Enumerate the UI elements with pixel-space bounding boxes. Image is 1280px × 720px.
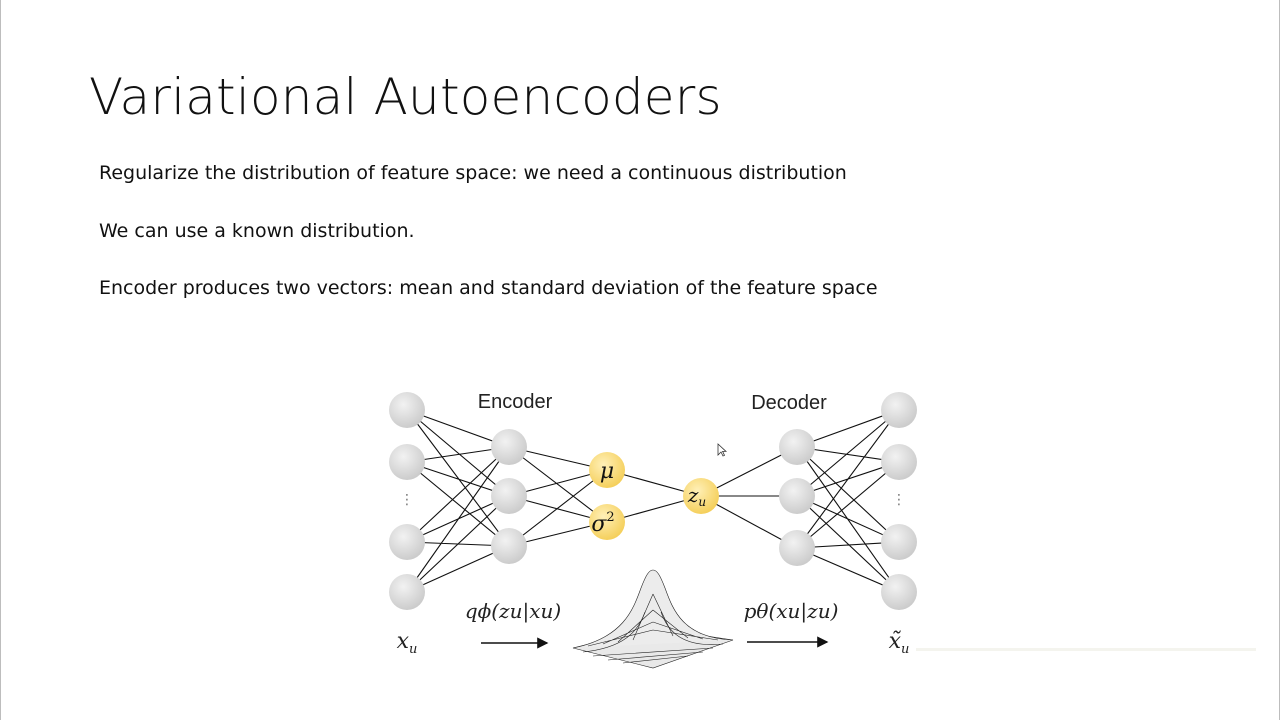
input-node: [389, 392, 425, 428]
bullet-item: We can use a known distribution.: [99, 220, 415, 242]
output-subscript: u: [901, 642, 909, 657]
mu-label: μ: [600, 459, 614, 484]
decoder-label: Decoder: [751, 392, 827, 414]
input-node: [389, 444, 425, 480]
latent-params: μ σ2: [589, 452, 625, 540]
output-layer: ⋮: [881, 392, 917, 610]
slide-title: Variational Autoencoders: [89, 68, 722, 126]
input-subscript: u: [409, 642, 417, 657]
output-symbol: x̃: [889, 629, 902, 654]
input-label: xu: [397, 629, 418, 657]
decoder-hidden-layer: [779, 429, 815, 566]
vae-diagram: ⋮ μ σ2 zu: [389, 391, 917, 669]
z-subscript: u: [698, 495, 706, 509]
output-node: [881, 524, 917, 560]
connection-lines: [406, 409, 900, 593]
decoder-distribution: pθ(xu|zu): [744, 599, 839, 624]
z-symbol: z: [687, 483, 699, 507]
sigma-symbol: σ: [591, 512, 607, 537]
sigma-exponent: 2: [606, 510, 614, 525]
sigma-label: σ2: [591, 510, 614, 537]
input-node: [389, 574, 425, 610]
output-label: x̃u: [889, 629, 910, 657]
output-node: [881, 574, 917, 610]
output-node: [881, 392, 917, 428]
mouse-cursor-icon: [717, 443, 727, 457]
z-label: zu: [687, 483, 706, 509]
sigma-node: [589, 504, 625, 540]
encoder-hidden-node: [491, 478, 527, 514]
decoder-hidden-node: [779, 530, 815, 566]
encoder-hidden-node: [491, 429, 527, 465]
decoder-hidden-node: [779, 429, 815, 465]
bullet-item: Encoder produces two vectors: mean and s…: [99, 277, 878, 299]
bullet-item: Regularize the distribution of feature s…: [99, 162, 847, 184]
latent-z: zu: [683, 478, 719, 514]
mu-node: [589, 452, 625, 488]
gaussian-surface: [572, 569, 734, 669]
encoder-hidden-node: [491, 528, 527, 564]
encoder-hidden-layer: [491, 429, 527, 564]
input-node: [389, 524, 425, 560]
input-symbol: x: [397, 629, 410, 654]
input-ellipsis: ⋮: [400, 492, 414, 508]
z-node: [683, 478, 719, 514]
encoder-label: Encoder: [478, 391, 553, 413]
input-layer: ⋮: [389, 392, 425, 610]
encoder-distribution: qϕ(zu|xu): [465, 599, 561, 624]
decoder-hidden-node: [779, 478, 815, 514]
output-ellipsis: ⋮: [892, 492, 906, 508]
faint-line: [916, 648, 1256, 651]
output-node: [881, 444, 917, 480]
